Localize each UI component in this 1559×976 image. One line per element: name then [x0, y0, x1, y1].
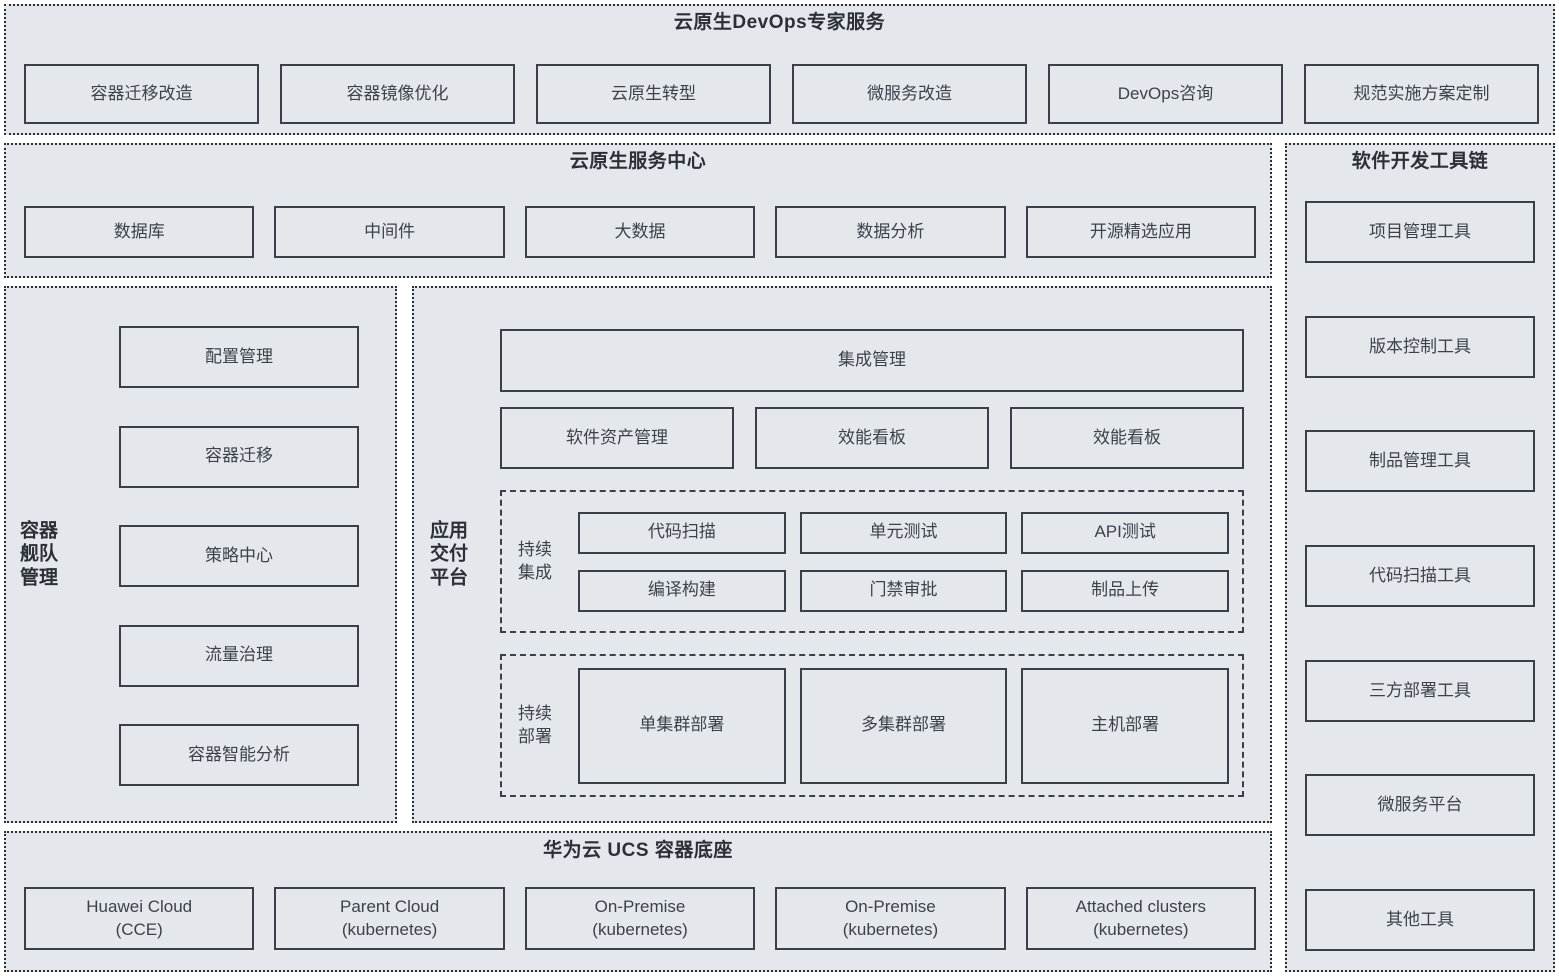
ucs-base-item[interactable]: Parent Cloud (kubernetes): [274, 887, 505, 950]
cd-item[interactable]: 多集群部署: [799, 667, 1008, 784]
toolchain-panel: 软件开发工具链 项目管理工具 版本控制工具 制品管理工具 代码扫描工具 三方部署…: [1285, 143, 1555, 972]
continuous-integration-group: 持续 集成 代码扫描 单元测试 API测试 编译构建 门禁审批 制品上传: [500, 490, 1244, 633]
ucs-base-title: 华为云 UCS 容器底座: [543, 840, 733, 861]
management-item[interactable]: 效能看板: [755, 407, 989, 469]
management-items: 软件资产管理 效能看板 效能看板: [500, 407, 1244, 469]
ucs-base-item[interactable]: Huawei Cloud (CCE): [24, 887, 255, 950]
continuous-integration-items: 代码扫描 单元测试 API测试 编译构建 门禁审批 制品上传: [578, 511, 1229, 612]
expert-services-panel: 云原生DevOps专家服务 容器迁移改造 容器镜像优化 云原生转型 微服务改造 …: [4, 4, 1555, 135]
cd-item[interactable]: 单集群部署: [578, 667, 786, 784]
service-center-title: 云原生服务中心: [569, 151, 707, 172]
ci-item[interactable]: 编译构建: [578, 569, 786, 612]
toolchain-item[interactable]: 三方部署工具: [1305, 659, 1535, 722]
continuous-deployment-items: 单集群部署 多集群部署 主机部署: [578, 667, 1229, 784]
expert-services-title: 云原生DevOps专家服务: [673, 12, 886, 33]
expert-service-item[interactable]: 规范实施方案定制: [1304, 64, 1539, 124]
toolchain-items: 项目管理工具 版本控制工具 制品管理工具 代码扫描工具 三方部署工具 微服务平台…: [1305, 201, 1535, 951]
ucs-base-item[interactable]: On-Premise (kubernetes): [524, 887, 756, 950]
management-item[interactable]: 软件资产管理: [500, 407, 734, 469]
expert-service-item[interactable]: 云原生转型: [536, 64, 771, 124]
expert-services-items: 容器迁移改造 容器镜像优化 云原生转型 微服务改造 DevOps咨询 规范实施方…: [24, 64, 1539, 124]
ci-item[interactable]: 代码扫描: [578, 511, 786, 554]
fleet-management-panel: 容器 舰队 管理 配置管理 容器迁移 策略中心 流量治理 容器智能分析: [4, 286, 397, 823]
continuous-deployment-group: 持续 部署 单集群部署 多集群部署 主机部署: [500, 654, 1244, 797]
delivery-platform-panel: 应用 交付 平台 集成管理 软件资产管理 效能看板 效能看板 持续 集成 代码扫…: [412, 286, 1272, 823]
ucs-base-items: Huawei Cloud (CCE) Parent Cloud (kuberne…: [24, 887, 1257, 950]
fleet-management-label: 容器 舰队 管理: [20, 519, 59, 589]
toolchain-item[interactable]: 其他工具: [1305, 888, 1535, 951]
continuous-deployment-label: 持续 部署: [518, 704, 552, 746]
ci-item[interactable]: 制品上传: [1021, 569, 1229, 612]
service-center-item[interactable]: 大数据: [524, 206, 756, 258]
expert-service-item[interactable]: 容器迁移改造: [24, 64, 259, 124]
ucs-base-panel: 华为云 UCS 容器底座 Huawei Cloud (CCE) Parent C…: [4, 831, 1272, 972]
expert-service-item[interactable]: 微服务改造: [792, 64, 1027, 124]
continuous-integration-label: 持续 集成: [518, 540, 552, 582]
ci-item[interactable]: 门禁审批: [799, 569, 1008, 612]
expert-service-item[interactable]: DevOps咨询: [1048, 64, 1283, 124]
service-center-items: 数据库 中间件 大数据 数据分析 开源精选应用: [24, 206, 1257, 258]
toolchain-item[interactable]: 项目管理工具: [1305, 201, 1535, 263]
fleet-management-item[interactable]: 策略中心: [119, 525, 359, 587]
ci-item[interactable]: 单元测试: [799, 511, 1008, 554]
management-item[interactable]: 效能看板: [1010, 407, 1244, 469]
fleet-management-items: 配置管理 容器迁移 策略中心 流量治理 容器智能分析: [119, 326, 359, 786]
toolchain-title: 软件开发工具链: [1351, 151, 1489, 172]
service-center-panel: 云原生服务中心 数据库 中间件 大数据 数据分析 开源精选应用: [4, 143, 1272, 278]
fleet-management-item[interactable]: 配置管理: [119, 326, 359, 388]
toolchain-item[interactable]: 代码扫描工具: [1305, 544, 1535, 607]
integration-management-box[interactable]: 集成管理: [500, 329, 1244, 392]
toolchain-item[interactable]: 微服务平台: [1305, 774, 1535, 837]
ci-item[interactable]: API测试: [1021, 511, 1229, 554]
service-center-item[interactable]: 数据库: [24, 206, 255, 258]
fleet-management-item[interactable]: 容器迁移: [119, 425, 359, 488]
fleet-management-item[interactable]: 容器智能分析: [119, 724, 359, 786]
delivery-platform-label: 应用 交付 平台: [430, 519, 469, 589]
expert-service-item[interactable]: 容器镜像优化: [280, 64, 515, 124]
service-center-item[interactable]: 开源精选应用: [1025, 206, 1257, 258]
service-center-item[interactable]: 中间件: [274, 206, 505, 258]
fleet-management-item[interactable]: 流量治理: [119, 624, 359, 687]
ucs-base-item[interactable]: Attached clusters (kubernetes): [1025, 887, 1257, 950]
toolchain-item[interactable]: 版本控制工具: [1305, 315, 1535, 378]
cd-item[interactable]: 主机部署: [1021, 667, 1229, 784]
service-center-item[interactable]: 数据分析: [775, 206, 1006, 258]
ucs-base-item[interactable]: On-Premise (kubernetes): [775, 887, 1006, 950]
toolchain-item[interactable]: 制品管理工具: [1305, 430, 1535, 493]
